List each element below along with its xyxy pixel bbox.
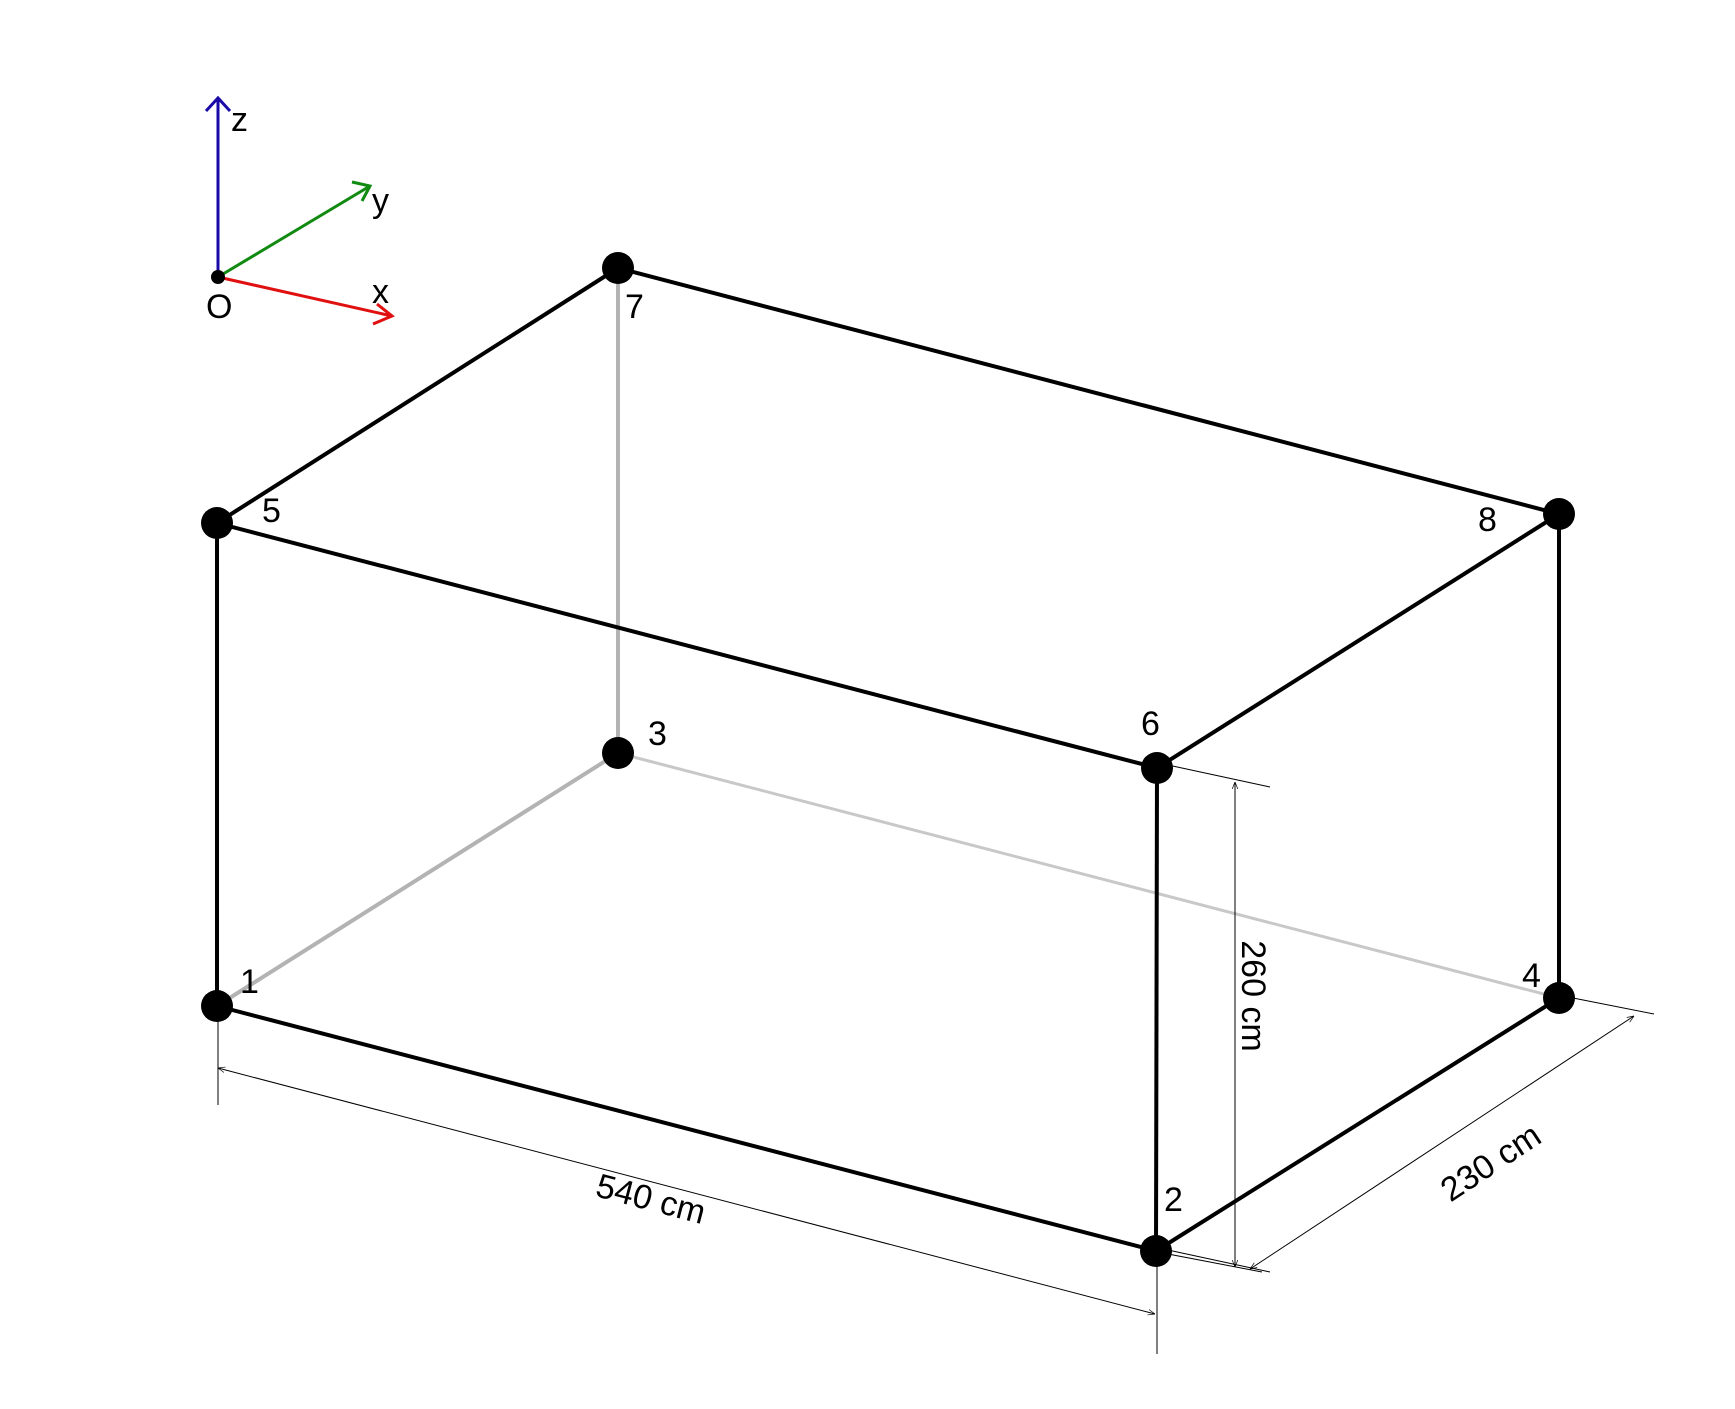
x-axis-label: x [372,273,389,311]
edge-5-6 [216,521,1158,770]
hidden-edges [215,268,1560,1008]
dimension-height: 260 cm [1167,764,1272,1273]
node-label-3: 3 [648,715,667,753]
z-axis-arrowhead [204,95,232,113]
node-6[interactable] [1141,752,1173,784]
node-label-6: 6 [1141,705,1160,743]
node-label-7: 7 [625,288,644,326]
node-label-8: 8 [1478,501,1497,539]
node-3[interactable] [602,737,634,769]
node-label-2: 2 [1164,1181,1183,1219]
node-4[interactable] [1543,982,1575,1014]
node-8[interactable] [1543,498,1575,530]
dimension-length-line [218,1068,1155,1314]
edge-6-8 [1155,512,1561,770]
dimension-width-ext-2 [1167,1253,1263,1273]
dimension-width-label: 230 cm [1434,1116,1548,1209]
y-axis-arrow [217,184,371,279]
node-label-4: 4 [1522,957,1541,995]
edge-1-3 [215,751,620,1008]
x-axis-arrowhead [372,302,395,326]
edge-2-6 [1154,767,1159,1252]
node-1[interactable] [201,990,233,1022]
origin-label: O [206,288,232,326]
dimension-length-label: 540 cm [592,1167,709,1232]
edge-2-4 [1154,996,1561,1253]
x-axis-arrow [217,275,393,318]
y-axis-arrowhead [351,180,373,202]
dimension-height-label: 260 cm [1234,940,1272,1052]
visible-edges [215,266,1561,1253]
node-label-1: 1 [240,963,259,1001]
dimension-width-ext-1 [1567,996,1655,1015]
node-5[interactable] [201,507,233,539]
origin-point [211,270,225,284]
y-axis-label: y [372,182,389,220]
node-2[interactable] [1140,1235,1172,1267]
coordinate-triad: z y x O [204,95,395,326]
edge-5-7 [215,266,620,525]
dimension-height-ext-top [1167,764,1271,788]
dimension-length: 540 cm [218,1016,1158,1354]
node-7[interactable] [602,252,634,284]
edge-7-8 [617,266,1560,516]
dimension-height-ext-bottom [1167,1249,1271,1273]
node-label-5: 5 [262,492,281,530]
z-axis-label: z [231,101,248,139]
node-labels: 1 2 3 4 5 6 7 8 [240,288,1541,1219]
dimension-width-line [1250,1016,1634,1269]
edge-3-4 [617,751,1560,1000]
